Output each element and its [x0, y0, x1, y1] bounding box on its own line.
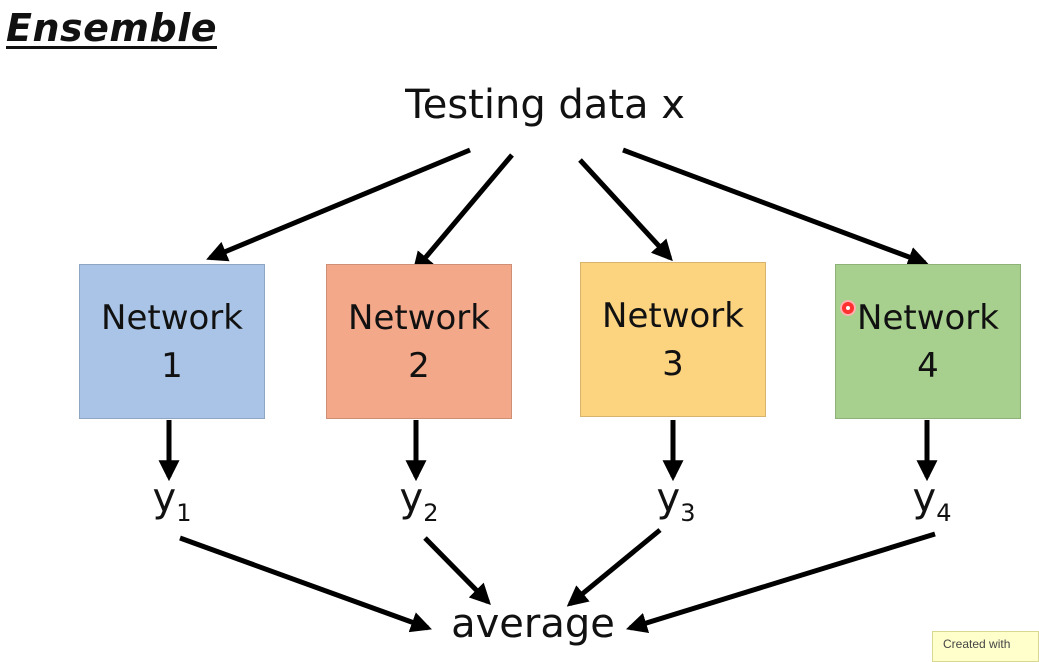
slide-title: Ensemble: [6, 6, 217, 50]
laser-pointer-cursor: [842, 302, 854, 314]
arrow-input-to-network-4: [622, 147, 929, 267]
network-1-label: Network: [101, 297, 243, 338]
arrow-input-to-network-3: [578, 158, 673, 262]
arrow-input-to-network-1: [206, 147, 471, 262]
network-3-box: Network 3: [580, 262, 766, 417]
network-1-box: Network 1: [79, 264, 265, 419]
network-4-box: Network 4: [835, 264, 1021, 419]
output-y3: y3: [656, 475, 696, 527]
network-1-number: 1: [161, 345, 183, 386]
network-2-box: Network 2: [326, 264, 512, 419]
output-y1: y1: [152, 475, 192, 527]
testing-data-label: Testing data x: [405, 82, 685, 128]
arrow-y1-to-average: [179, 535, 432, 633]
average-label: average: [451, 601, 615, 647]
output-y4: y4: [912, 475, 952, 527]
watermark-note: Created with: [932, 631, 1039, 662]
output-y2: y2: [399, 475, 439, 527]
network-4-label: Network: [857, 297, 999, 338]
arrow-y3-to-average: [566, 528, 662, 607]
network-2-number: 2: [408, 345, 430, 386]
network-4-number: 4: [917, 345, 939, 386]
arrow-input-to-network-2: [412, 153, 514, 274]
network-2-label: Network: [348, 297, 490, 338]
arrow-y4-to-average: [625, 531, 936, 634]
network-3-number: 3: [662, 343, 684, 384]
network-3-label: Network: [602, 295, 744, 336]
arrow-y2-to-average: [423, 536, 491, 605]
